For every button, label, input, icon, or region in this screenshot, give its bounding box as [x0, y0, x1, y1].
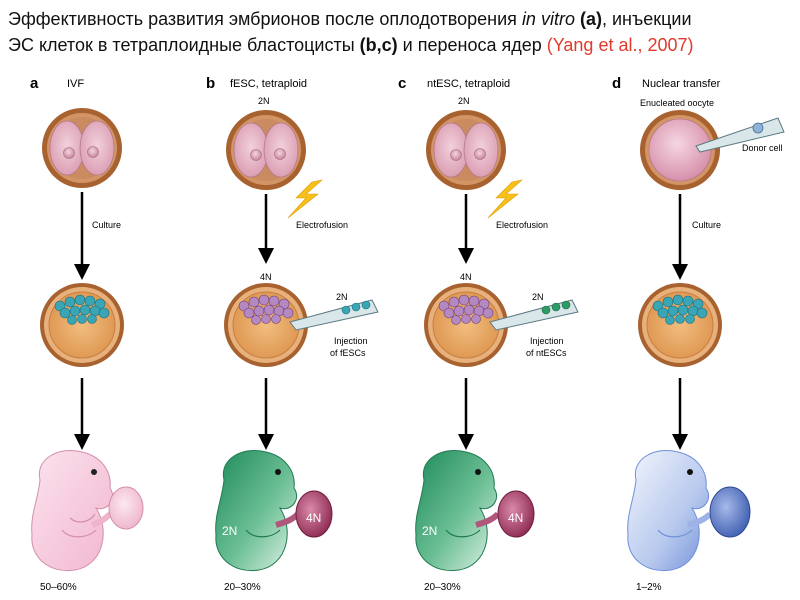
arrow-head: [458, 248, 474, 264]
ploidy-label: 4N: [260, 272, 272, 282]
blastocyst: [424, 283, 508, 367]
step-label: Culture: [92, 220, 121, 230]
mouse-pup: [415, 450, 498, 572]
title-reference: (Yang et al., 2007): [546, 35, 694, 55]
panel-heading: Nuclear transfer: [642, 78, 721, 90]
placenta: [497, 490, 535, 538]
step-label: Culture: [692, 220, 721, 230]
step-label: Electrofusion: [496, 220, 548, 230]
title-text: и переноса ядер: [397, 35, 547, 55]
title-text: Эффективность развития эмбрионов после о…: [8, 9, 522, 29]
placenta: [295, 490, 333, 538]
title-bold-a: (a): [579, 9, 602, 29]
panel-letter: c: [398, 75, 406, 92]
injection-pipette: [289, 299, 379, 331]
arrow-head: [458, 434, 474, 450]
arrow-head: [74, 264, 90, 280]
title-italic: in vitro: [521, 9, 575, 29]
efficiency-label: 20–30%: [424, 582, 461, 593]
injection-label: of ntESCs: [526, 348, 567, 358]
oocyte-label: Enucleated oocyte: [640, 98, 714, 108]
ploidy-label: 2N: [532, 292, 544, 302]
step-label: Electrofusion: [296, 220, 348, 230]
mouse-pup: [215, 450, 298, 572]
injection-label: Injection: [334, 336, 368, 346]
nuclear-transfer-pipette: [695, 117, 785, 153]
arrow-head: [672, 264, 688, 280]
title-bold-bc: (b,c): [359, 35, 398, 55]
mouse-ploidy-label: 2N: [422, 524, 437, 538]
ploidy-label: 2N: [258, 96, 270, 106]
arrow-head: [672, 434, 688, 450]
mouse-pup: [627, 450, 710, 572]
enucleated-oocyte: [640, 110, 720, 190]
mouse-ploidy-label: 2N: [222, 524, 237, 538]
panel-heading: ntESC, tetraploid: [427, 78, 510, 90]
placenta: [709, 486, 751, 538]
injection-label: Injection: [530, 336, 564, 346]
two-cell-embryo: [42, 108, 122, 188]
panel-heading: fESC, tetraploid: [230, 78, 307, 90]
panel-b: b fESC, tetraploid 2N Electrofusion 4N: [206, 75, 379, 593]
mouse-pup: [31, 450, 114, 572]
efficiency-label: 20–30%: [224, 582, 261, 593]
panel-letter: a: [30, 75, 39, 92]
blastocyst: [638, 283, 722, 367]
arrow-head: [258, 248, 274, 264]
panel-d: d Nuclear transfer Enucleated oocyte Don…: [612, 75, 785, 593]
lightning-icon: [287, 179, 324, 219]
lightning-icon: [487, 179, 524, 219]
panel-letter: d: [612, 75, 621, 92]
title-text: , инъекции: [601, 9, 692, 29]
page-title: Эффективность развития эмбрионов после о…: [8, 6, 793, 58]
donor-cell-label: Donor cell: [742, 143, 783, 153]
two-cell-embryo: [226, 110, 306, 190]
panel-a: a IVF Culture: [30, 75, 144, 593]
efficiency-label: 50–60%: [40, 582, 77, 593]
blastocyst: [224, 283, 308, 367]
ploidy-label: 4N: [460, 272, 472, 282]
panel-letter: b: [206, 75, 215, 92]
injection-pipette: [489, 299, 579, 331]
injection-label: of fESCs: [330, 348, 366, 358]
panel-c: c ntESC, tetraploid 2N Electrofusion 4N: [398, 75, 579, 593]
arrow-head: [74, 434, 90, 450]
arrow-head: [258, 434, 274, 450]
efficiency-label: 1–2%: [636, 582, 662, 593]
blastocyst: [40, 283, 124, 367]
placenta: [108, 486, 144, 530]
two-cell-embryo: [426, 110, 506, 190]
title-text: ЭС клеток в тетраплоидные бластоцисты: [8, 35, 360, 55]
placenta-ploidy-label: 4N: [508, 511, 523, 525]
placenta-ploidy-label: 4N: [306, 511, 321, 525]
ploidy-label: 2N: [458, 96, 470, 106]
panel-heading: IVF: [67, 78, 84, 90]
ploidy-label: 2N: [336, 292, 348, 302]
